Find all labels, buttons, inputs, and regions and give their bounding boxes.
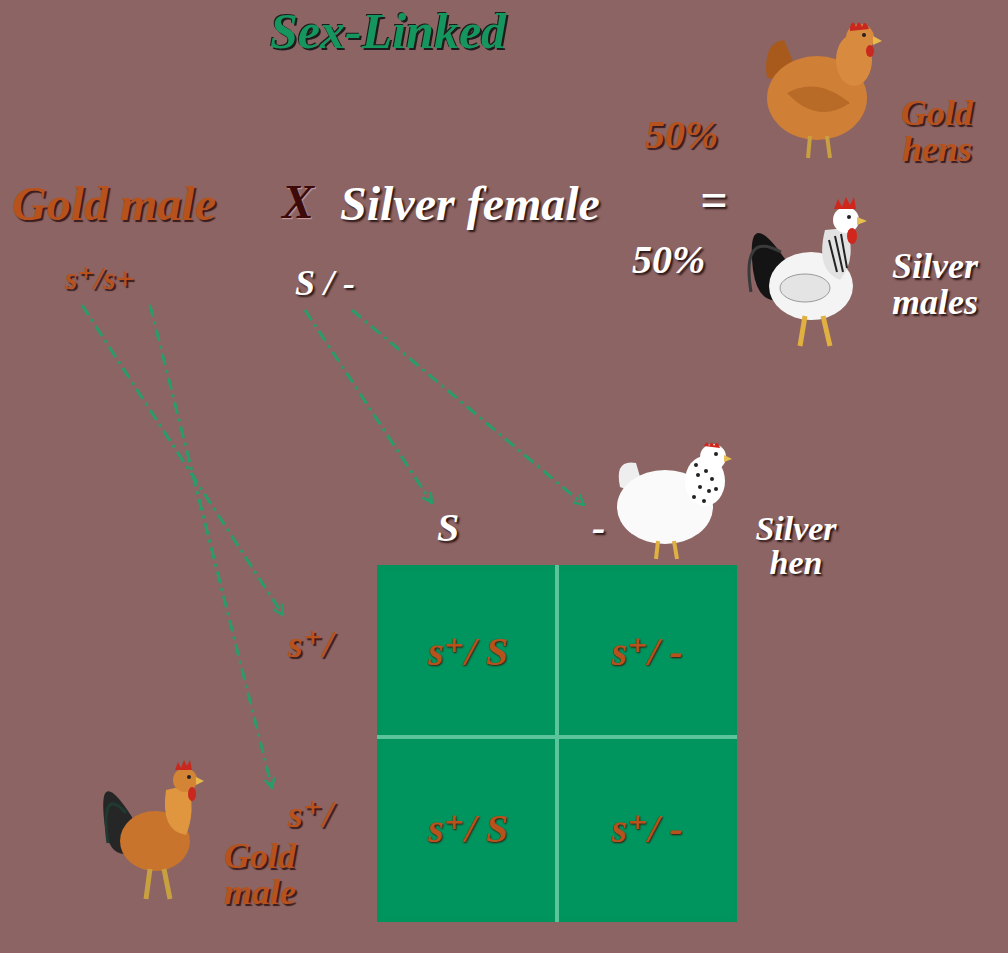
gold-hen-picture-part bbox=[866, 45, 874, 57]
silver-hen-picture-part bbox=[714, 452, 718, 456]
diagram-title: Sex-Linked bbox=[270, 6, 506, 56]
silver-male-picture bbox=[749, 197, 867, 346]
silver-male-picture-part bbox=[847, 215, 851, 219]
silver-male-picture-part bbox=[800, 316, 805, 346]
punnett-cell: s⁺/ S bbox=[382, 740, 554, 918]
silver-hen-picture-part-part bbox=[704, 469, 708, 473]
gold-hen-picture-part bbox=[827, 136, 830, 158]
silver-hen-picture-part-part bbox=[692, 495, 696, 499]
parent-label: Gold male bbox=[205, 838, 315, 910]
silver-hen-picture-part-part bbox=[714, 487, 718, 491]
silver-male-picture-part bbox=[833, 207, 859, 233]
silver-male-picture-part bbox=[780, 274, 830, 302]
cross-sign: X bbox=[282, 178, 314, 226]
silver-hen-picture-part bbox=[656, 541, 658, 559]
percent-label: 50% bbox=[632, 240, 705, 280]
punnett-cell: s⁺/ S bbox=[382, 570, 554, 734]
gamete-label: s⁺/ bbox=[288, 625, 333, 663]
gold-hen-picture-part bbox=[862, 33, 866, 37]
gold-hen-picture bbox=[766, 23, 882, 159]
punnett-cell: s⁺/ - bbox=[560, 740, 734, 918]
gamete-label: s⁺/ bbox=[288, 795, 333, 833]
equals-sign: = bbox=[700, 176, 727, 224]
silver-hen-picture-part-part bbox=[710, 477, 714, 481]
genotype-label: S / - bbox=[295, 265, 355, 301]
gamete-label: S bbox=[437, 508, 459, 548]
percent-label: 50% bbox=[645, 115, 718, 155]
genotype-text: s⁺/ S bbox=[428, 632, 508, 672]
silver-hen-picture-part-part bbox=[702, 499, 706, 503]
silver-hen-picture-part-part bbox=[707, 489, 711, 493]
offspring-label: Gold hens bbox=[878, 95, 996, 167]
genotype-text: s⁺/ S bbox=[428, 809, 508, 849]
gold-hen-picture-part bbox=[873, 36, 882, 45]
silver-male-picture-part bbox=[857, 217, 867, 225]
silver-male-picture-part bbox=[822, 228, 851, 280]
punnett-grid-part bbox=[377, 735, 737, 739]
gold-hen-picture-part bbox=[850, 23, 869, 32]
gamete-arrows-part bbox=[352, 310, 584, 505]
gamete-arrows-part bbox=[305, 310, 432, 503]
gold-male-picture-part bbox=[196, 777, 204, 785]
silver-hen-picture-part bbox=[700, 444, 726, 470]
silver-hen-picture-part-part bbox=[698, 485, 702, 489]
punnett-cell: s⁺/ - bbox=[560, 570, 734, 734]
gold-male-picture bbox=[103, 760, 204, 899]
silver-hen-picture-part-part bbox=[694, 463, 698, 467]
gamete-label: - bbox=[592, 508, 605, 548]
parent-label: Silver hen bbox=[740, 512, 852, 580]
gamete-arrows-part bbox=[82, 305, 283, 615]
gold-hen-picture-part bbox=[808, 136, 810, 158]
silver-hen-picture-part bbox=[704, 443, 720, 449]
offspring-label: Silver males bbox=[872, 248, 998, 320]
gold-male-picture-part bbox=[165, 785, 192, 835]
punnett-grid-part bbox=[377, 565, 737, 922]
punnett-grid-part bbox=[555, 565, 559, 922]
silver-male-picture-part bbox=[847, 228, 857, 244]
gold-hen-picture-part bbox=[787, 86, 850, 112]
silver-male-picture-part bbox=[829, 234, 847, 272]
silver-male-picture-part bbox=[834, 197, 856, 209]
parent-label: Gold male bbox=[12, 180, 216, 228]
gold-male-picture-part bbox=[175, 760, 192, 770]
genotype-label: s⁺/s+ bbox=[65, 262, 134, 294]
silver-hen-picture bbox=[617, 443, 732, 560]
punnett-grid bbox=[377, 565, 737, 922]
silver-hen-picture-part bbox=[724, 455, 732, 462]
parent-label: Silver female bbox=[340, 180, 600, 228]
gold-male-picture-part bbox=[188, 787, 196, 801]
silver-hen-picture-part bbox=[674, 541, 677, 559]
silver-hen-picture-part-part bbox=[696, 473, 700, 477]
gold-male-picture-part bbox=[164, 869, 170, 899]
genotype-text: s⁺/ - bbox=[611, 809, 682, 849]
genotype-text: s⁺/ - bbox=[611, 632, 682, 672]
silver-male-picture-part bbox=[823, 316, 830, 346]
gamete-arrows-part bbox=[150, 305, 272, 788]
gamete-arrows bbox=[82, 305, 584, 788]
gold-male-picture-part bbox=[187, 775, 191, 779]
gold-male-picture-part bbox=[146, 869, 150, 899]
